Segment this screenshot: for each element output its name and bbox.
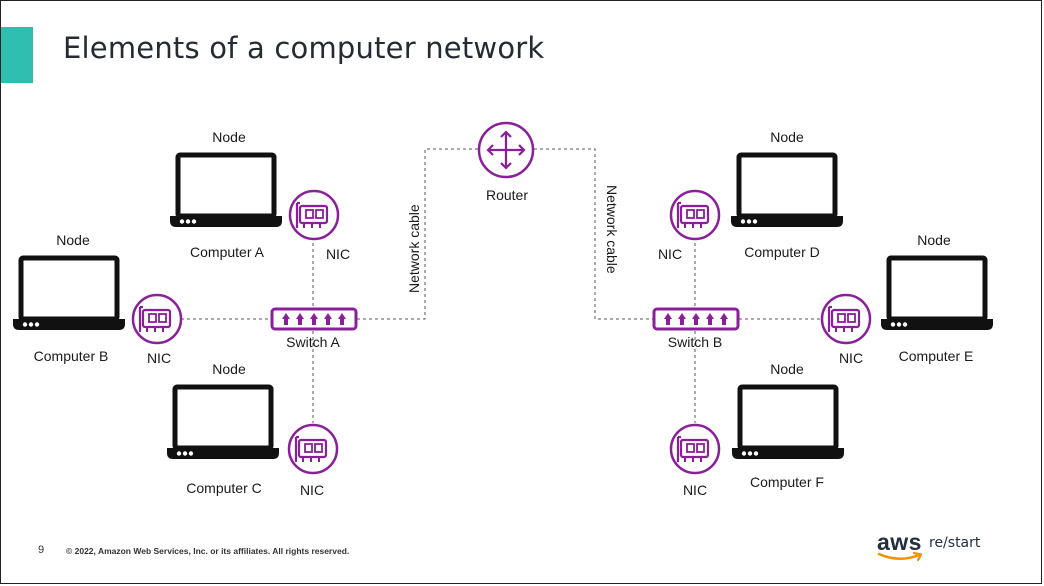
nic-icon — [288, 189, 340, 241]
network-cable-label-right: Network cable — [604, 185, 620, 274]
node-label: Node — [917, 232, 951, 248]
laptop-icon — [13, 258, 125, 330]
node-label: Node — [770, 129, 804, 145]
computer-label: Computer F — [750, 474, 824, 490]
computer-label: Computer C — [186, 480, 261, 496]
aws-smile-icon — [877, 551, 923, 562]
computer-a: Node Computer A NIC — [170, 129, 350, 262]
nic-label: NIC — [326, 246, 350, 262]
switch-a: Switch A — [270, 307, 358, 350]
switch-a-label: Switch A — [286, 334, 340, 350]
computer-label: Computer A — [190, 244, 265, 260]
laptop-icon — [167, 387, 279, 459]
router-label: Router — [486, 187, 528, 203]
computer-label: Computer D — [744, 244, 819, 260]
node-label: Node — [212, 129, 246, 145]
node-label: Node — [770, 361, 804, 377]
laptop-icon — [731, 155, 843, 227]
router: Router — [477, 121, 535, 203]
laptop-icon — [881, 258, 993, 330]
nic-label: NIC — [300, 482, 324, 498]
switch-b: Switch B — [652, 307, 740, 350]
nic-icon — [669, 189, 721, 241]
aws-wordmark: aws — [877, 529, 922, 555]
nic-icon — [669, 423, 721, 475]
nic-label: NIC — [658, 246, 682, 262]
router-icon — [477, 121, 535, 179]
computer-e: Node Computer E NIC — [820, 232, 993, 366]
computer-c: Node Computer C NIC — [167, 361, 339, 498]
node-label: Node — [56, 232, 90, 248]
nic-label: NIC — [683, 482, 707, 498]
computer-f: Node Computer F NIC — [669, 361, 844, 498]
computer-label: Computer E — [899, 348, 974, 364]
computer-b: Node Computer B NIC — [13, 232, 183, 366]
nic-icon — [287, 423, 339, 475]
laptop-icon — [170, 155, 282, 227]
restart-wordmark: re/start — [929, 535, 981, 551]
nic-icon — [820, 293, 872, 345]
aws-restart-logo: aws re/start — [877, 529, 1037, 569]
slide-title: Elements of a computer network — [63, 31, 545, 65]
nic-label: NIC — [839, 350, 863, 366]
copyright-notice: © 2022, Amazon Web Services, Inc. or its… — [66, 546, 350, 556]
page-number: 9 — [38, 544, 45, 556]
network-cable-label-left: Network cable — [406, 204, 422, 293]
nic-label: NIC — [147, 350, 171, 366]
nic-icon — [131, 293, 183, 345]
computer-d: Node Computer D NIC — [658, 129, 843, 262]
switch-icon — [270, 307, 358, 331]
laptop-icon — [732, 387, 844, 459]
switch-icon — [652, 307, 740, 331]
computer-label: Computer B — [34, 348, 109, 364]
switch-b-label: Switch B — [668, 334, 722, 350]
title-accent-bar — [1, 27, 33, 83]
connections — [181, 148, 821, 423]
node-label: Node — [212, 361, 246, 377]
